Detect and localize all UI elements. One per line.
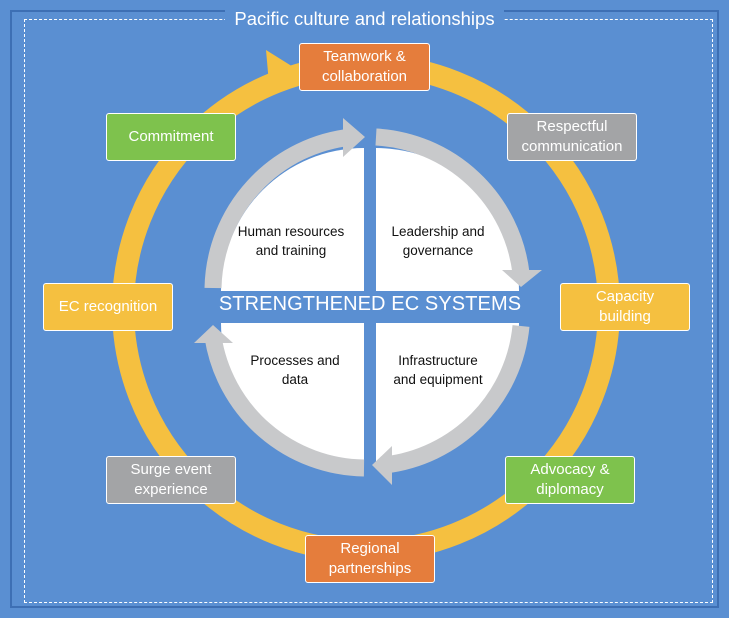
- quadrant-disc-top-left: [221, 148, 364, 291]
- box-capacity-building: Capacity building: [560, 283, 690, 331]
- inner-arrow-top-right: [375, 128, 530, 275]
- frame-title-text: Pacific culture and relationships: [225, 8, 504, 29]
- box-teamwork-collaboration: Teamwork & collaboration: [299, 43, 430, 91]
- box-respectful-communication: Respectful communication: [507, 113, 637, 161]
- center-label: STRENGTHENED EC SYSTEMS: [218, 293, 522, 315]
- quadrant-disc-bottom-left: [221, 323, 364, 466]
- quadrant-disc-bottom-right: [376, 323, 519, 466]
- box-text-commitment: Commitment: [128, 128, 214, 145]
- inner-arrowhead-top-left: [343, 118, 365, 157]
- box-text-respectful: Respectful communication: [521, 118, 623, 155]
- quadrant-text-human-resources: Human resources and training: [237, 224, 345, 258]
- box-text-teamwork: Teamwork & collaboration: [321, 48, 408, 85]
- inner-arrowhead-bottom-left: [194, 325, 233, 343]
- box-commitment: Commitment: [106, 113, 236, 161]
- box-text-recognition: EC recognition: [58, 298, 158, 315]
- box-advocacy-diplomacy: Advocacy & diplomacy: [505, 456, 635, 504]
- box-ec-recognition: EC recognition: [43, 283, 173, 331]
- inner-arrowhead-top-right: [502, 270, 542, 287]
- inner-arrow-bottom-right: [383, 325, 530, 474]
- quadrant-label-processes: Processes and data: [240, 351, 350, 389]
- inner-arrow-top-left: [204, 128, 353, 289]
- box-regional-partnerships: Regional partnerships: [305, 535, 435, 583]
- quadrant-label-infrastructure: Infrastructure and equipment: [378, 351, 498, 389]
- frame-title: Pacific culture and relationships: [0, 6, 729, 32]
- quadrant-label-leadership: Leadership and governance: [378, 222, 498, 260]
- box-text-regional: Regional partnerships: [328, 540, 412, 577]
- inner-arrow-bottom-left: [204, 335, 365, 477]
- quadrant-text-processes: Processes and data: [250, 353, 340, 387]
- box-text-capacity: Capacity building: [595, 288, 655, 325]
- quadrant-label-human-resources: Human resources and training: [236, 222, 346, 260]
- inner-arrowhead-bottom-right: [372, 446, 392, 485]
- quadrant-disc-top-right: [376, 148, 519, 291]
- quadrant-text-leadership: Leadership and governance: [391, 224, 485, 258]
- outer-cycle-arrowhead: [266, 50, 298, 95]
- box-surge-event-experience: Surge event experience: [106, 456, 236, 504]
- box-text-surge: Surge event experience: [130, 461, 212, 498]
- box-text-advocacy: Advocacy & diplomacy: [530, 461, 610, 498]
- quadrant-text-infrastructure: Infrastructure and equipment: [393, 353, 483, 387]
